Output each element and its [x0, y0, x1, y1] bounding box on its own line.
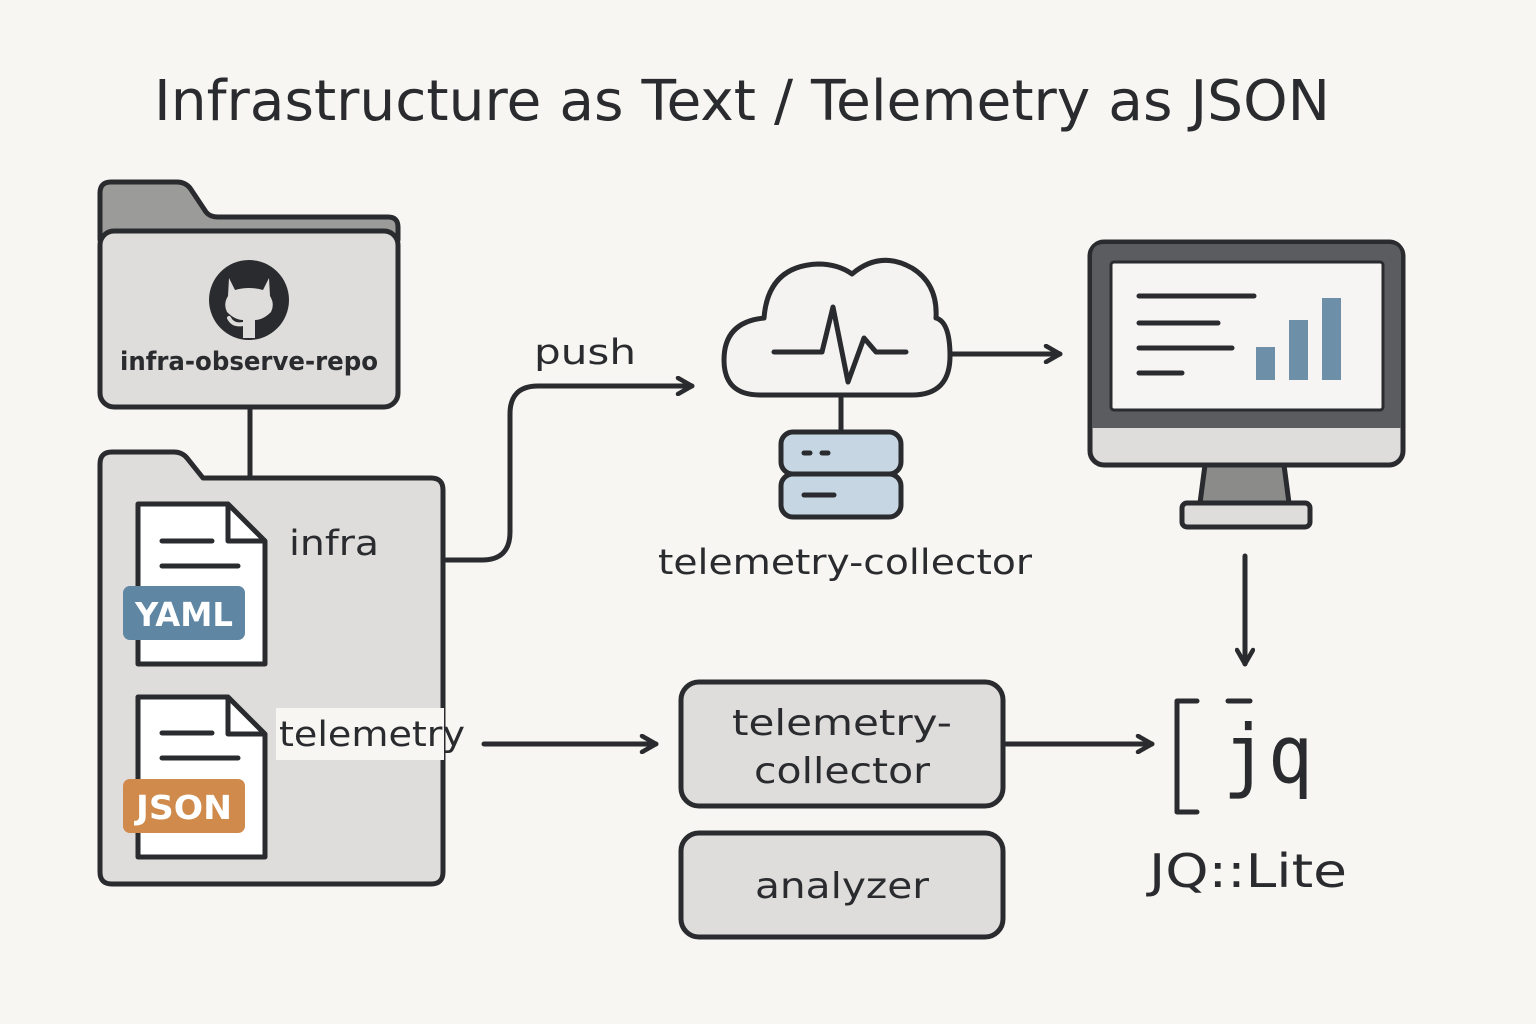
- jq-logo: jq: [1174, 698, 1313, 815]
- jq-bracket: [1174, 698, 1200, 815]
- screen-bar: [1322, 298, 1341, 380]
- telemetry-label: telemetry: [279, 715, 465, 755]
- server-icon: [778, 429, 904, 520]
- analyzer-box-label: analyzer: [755, 866, 929, 907]
- monitor-dashboard-icon[interactable]: [1087, 239, 1406, 530]
- document-fold: [225, 697, 265, 737]
- monitor-base: [1179, 500, 1313, 530]
- repo-name: infra-observe-repo: [120, 347, 378, 377]
- collector-box[interactable]: telemetry- collector: [678, 679, 1006, 809]
- pulse-line: [771, 304, 909, 385]
- monitor-screen: [1109, 260, 1385, 412]
- telemetry-label-backdrop: [276, 708, 444, 760]
- json-badge: [123, 779, 245, 833]
- screen-bar: [1256, 347, 1275, 380]
- collector-label: telemetry-collector: [658, 543, 1033, 583]
- json-file[interactable]: JSON: [123, 694, 268, 860]
- document-fold: [225, 504, 265, 544]
- repo-folder-tab: [97, 179, 401, 243]
- collector-box-line2: collector: [754, 751, 930, 792]
- jq-lite-label: JQ::Lite: [1145, 844, 1347, 898]
- jq-glyph: jq: [1223, 708, 1313, 801]
- repo-folder: infra-observe-repo: [97, 179, 401, 410]
- yaml-badge-label: YAML: [134, 595, 233, 634]
- files-folder: YAML infra JSON telemetry: [97, 449, 465, 887]
- yaml-badge: [123, 586, 245, 640]
- json-badge-label: JSON: [134, 788, 232, 827]
- collector-box-line1: telemetry-: [732, 703, 952, 744]
- screen-bar: [1289, 320, 1308, 380]
- analyzer-box-frame: [678, 830, 1006, 940]
- github-icon: [209, 260, 289, 340]
- page-title: Infrastructure as Text / Telemetry as JS…: [154, 69, 1330, 134]
- monitor-stand: [1197, 462, 1292, 506]
- collector-box-frame: [678, 679, 1006, 809]
- push-label: push: [534, 333, 636, 373]
- telemetry-collector-node[interactable]: [721, 257, 953, 520]
- push-arrow: [443, 386, 695, 563]
- yaml-file[interactable]: YAML: [123, 501, 268, 667]
- analyzer-box[interactable]: analyzer: [678, 830, 1006, 940]
- infra-label: infra: [289, 524, 379, 564]
